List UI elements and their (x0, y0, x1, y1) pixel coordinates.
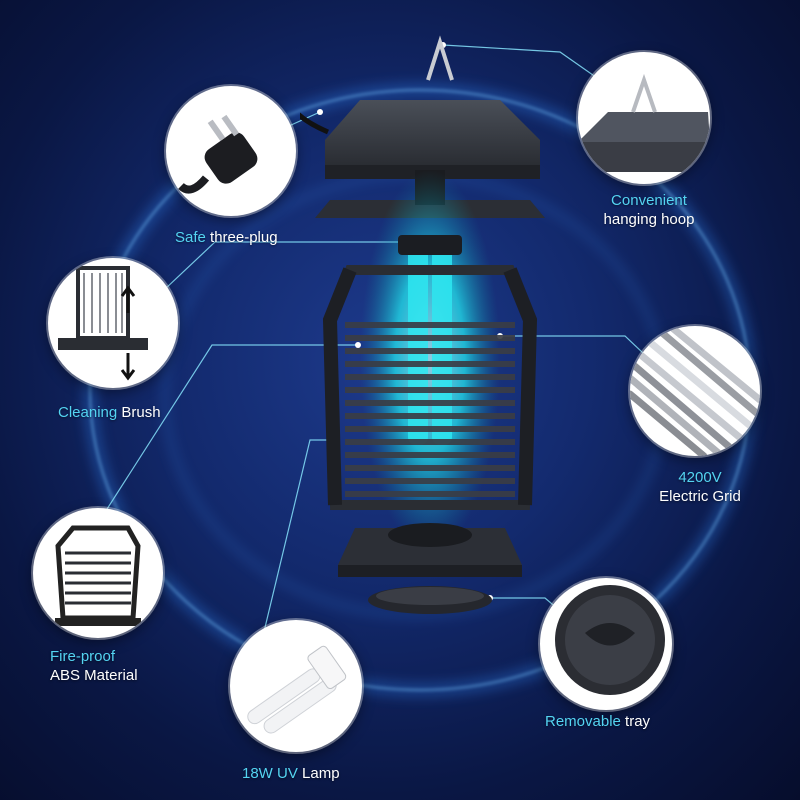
caption-grid: 4200V Electric Grid (650, 468, 750, 506)
caption-plug-highlight: Safe (175, 229, 206, 246)
lamp-bubble (230, 620, 362, 752)
electric-grid-icon (630, 326, 760, 456)
caption-lamp-highlight: 18W UV (242, 765, 298, 782)
grid-bubble (630, 326, 760, 456)
cage-slats (345, 322, 515, 497)
plug-bubble (166, 86, 296, 216)
caption-lamp-rest: Lamp (297, 765, 340, 782)
bug-zapper-product (300, 35, 545, 614)
leader-material (99, 344, 358, 521)
hoop-bubble (578, 52, 710, 184)
abs-cage-icon (55, 525, 141, 626)
caption-tray-highlight: Removable (545, 713, 621, 730)
caption-material: Fire-proof ABS Material (50, 647, 138, 685)
caption-hoop-line2: hanging hoop (603, 211, 695, 228)
removable-tray-icon (555, 585, 665, 695)
hanging-hoop-icon (578, 73, 710, 172)
hanging-hoop (426, 35, 454, 81)
leader-lamp (261, 439, 330, 641)
uv-lamp-icon (247, 645, 347, 734)
caption-brush: Cleaning Brush (58, 403, 161, 422)
roof-cover (325, 100, 540, 165)
caption-hoop: Convenient hanging hoop (594, 191, 704, 229)
caption-tray: Removable tray (545, 712, 650, 731)
tray-bubble (540, 578, 672, 710)
cleaning-brush-icon (58, 266, 148, 381)
caption-plug-rest: three-plug (205, 229, 278, 246)
caption-tray-rest: tray (620, 713, 651, 730)
caption-grid-line1: 4200V (678, 469, 722, 486)
caption-material-line2: ABS Material (50, 667, 138, 684)
caption-lamp: 18W UV Lamp (242, 764, 340, 783)
material-bubble (33, 508, 163, 638)
caption-brush-rest: Brush (117, 404, 161, 421)
caption-plug: Safe three-plug (175, 228, 278, 247)
plug-icon (178, 114, 258, 194)
caption-brush-highlight: Cleaning (58, 404, 118, 421)
caption-material-line1: Fire-proof (50, 648, 116, 665)
brush-bubble (48, 258, 178, 388)
caption-grid-line2: Electric Grid (659, 488, 741, 505)
caption-hoop-line1: Convenient (611, 192, 687, 209)
